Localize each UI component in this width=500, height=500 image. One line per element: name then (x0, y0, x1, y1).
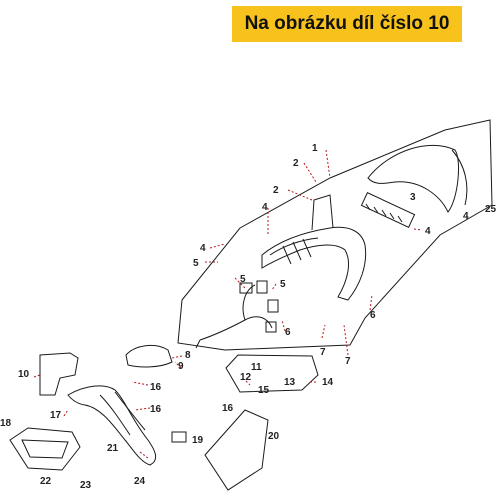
callout-2: 4 (425, 226, 431, 237)
callout-3: 3 (410, 192, 416, 203)
callout-17: 8 (185, 350, 191, 361)
callout-14: 12 (240, 372, 252, 383)
light-bar-part-2 (360, 192, 416, 228)
callout-22: 10 (18, 369, 30, 380)
callout-10: 5 (240, 274, 246, 285)
callout-1: 2 (273, 185, 279, 196)
callout-13: 13 (284, 377, 296, 388)
callout-5: 7 (320, 347, 326, 358)
callout-4: 1 (312, 143, 318, 154)
callout-2: 4 (463, 211, 469, 222)
callout-4: 18 (0, 418, 12, 429)
seat-cowl-part-3 (367, 144, 460, 213)
callout-16: 24 (134, 476, 146, 487)
wiring-harness-part-10 (195, 284, 273, 349)
callout-25: 21 (107, 443, 119, 454)
callout-9: 6 (285, 327, 291, 338)
grab-rail-part-1 (261, 226, 367, 301)
callout-5: 2 (293, 158, 299, 169)
callout-19: 16 (150, 382, 162, 393)
callout-23: 20 (268, 431, 280, 442)
callout-21: 19 (192, 435, 204, 446)
part-number-banner: Na obrázku díl číslo 10 (232, 6, 462, 42)
callout-12: 11 (251, 362, 262, 373)
subgroup-part-11 (225, 354, 319, 393)
group-outline (177, 119, 493, 351)
callout-24: 22 (40, 476, 52, 487)
callout-16: 17 (50, 410, 62, 421)
bracket-part-22 (39, 352, 79, 396)
rear-fender-part-20 (67, 385, 157, 466)
callout-20: 16 (150, 404, 162, 415)
callout-11: 14 (322, 377, 334, 388)
callout-6: 6 (370, 310, 376, 321)
callout-4: 23 (80, 480, 92, 491)
callout-15: 15 (258, 385, 270, 396)
callout-18: 9 (178, 361, 184, 372)
reflector-part-21 (171, 431, 187, 443)
mount-part-18 (125, 344, 173, 368)
callout-7: 4 (200, 243, 206, 254)
callout-2: 25 (485, 204, 497, 215)
undertray-part-24 (9, 427, 81, 471)
callout-5: 5 (193, 258, 199, 269)
license-plate-part-23 (204, 409, 269, 491)
callout-8: 5 (280, 279, 286, 290)
callout-16: 16 (222, 403, 234, 414)
callout-7: 7 (345, 356, 351, 367)
callout-6: 4 (262, 202, 268, 213)
